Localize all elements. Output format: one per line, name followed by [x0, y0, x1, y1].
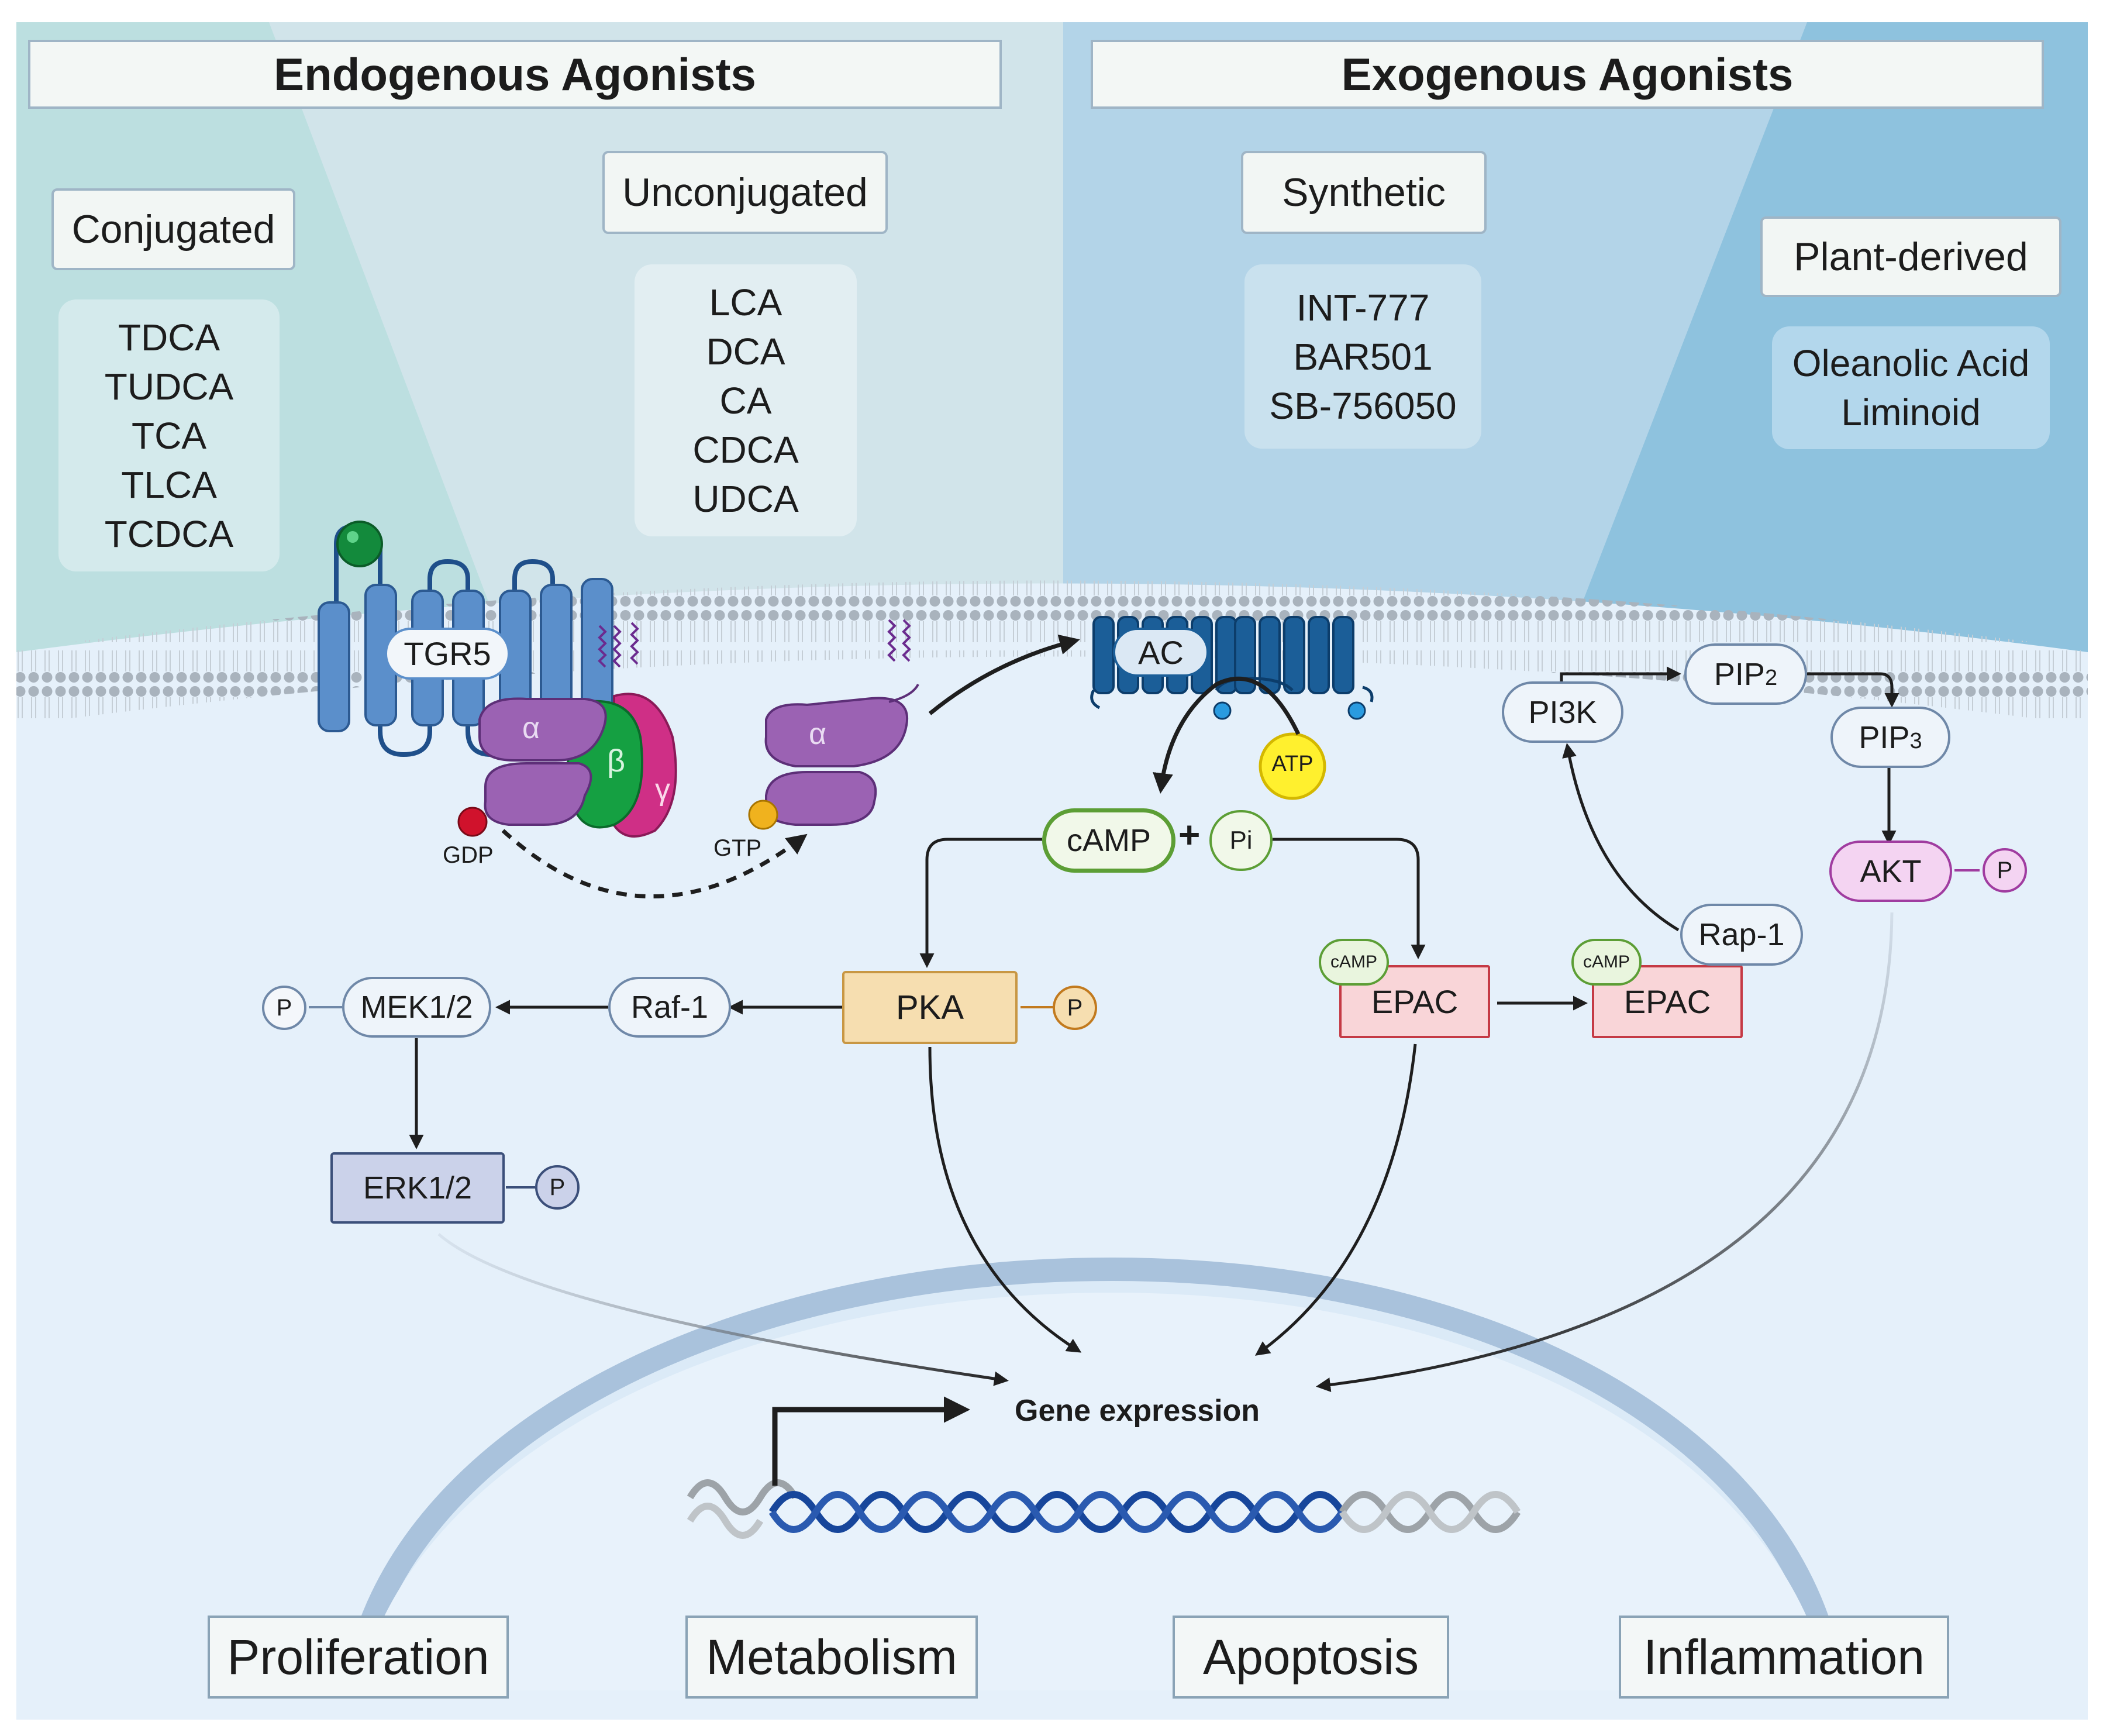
- mek-node: MEK1/2: [342, 977, 491, 1038]
- category-synthetic: Synthetic: [1241, 151, 1487, 234]
- erk-node: ERK1/2: [330, 1152, 505, 1224]
- adenylyl-cyclase: [1090, 616, 1374, 720]
- list-item: CA: [719, 379, 772, 422]
- list-synthetic: INT-777 BAR501 SB-756050: [1244, 264, 1481, 449]
- list-item: BAR501: [1293, 335, 1433, 378]
- g-gamma-label: γ: [655, 773, 670, 807]
- category-plant-derived: Plant-derived: [1760, 216, 2061, 297]
- pi-node: Pi: [1209, 810, 1273, 871]
- pip2-label: PIP: [1714, 656, 1765, 692]
- ligand-ball: [336, 521, 383, 567]
- camp-node: cAMP: [1042, 808, 1175, 873]
- pip3-label: PIP: [1859, 719, 1910, 755]
- arrow-akt-to-gene: [1316, 912, 1894, 1392]
- arrow-rap1-to-pi3k: [1562, 743, 1680, 932]
- gtp-ball: [748, 800, 778, 830]
- arrow-epac-to-gene: [1254, 1043, 1417, 1356]
- outcome-apoptosis: Apoptosis: [1173, 1616, 1449, 1699]
- list-unconjugated: LCA DCA CA CDCA UDCA: [635, 264, 857, 536]
- atp-molecule: [1259, 732, 1326, 800]
- outcome-metabolism: Metabolism: [685, 1616, 978, 1699]
- outcome-inflammation: Inflammation: [1619, 1616, 1949, 1699]
- list-item: Oleanolic Acid: [1792, 342, 2030, 384]
- arrow-pi-to-epac: [1273, 838, 1426, 959]
- gtp-label: GTP: [713, 835, 762, 861]
- arrow-camp-to-pka: [919, 838, 1042, 968]
- pka-node: PKA: [842, 971, 1018, 1044]
- g-alpha-active-label: α: [809, 717, 827, 751]
- arrow-galpha-to-ac: [928, 634, 1080, 715]
- pi3k-node: PI3K: [1502, 681, 1623, 743]
- list-item: TCDCA: [104, 512, 234, 555]
- category-conjugated: Conjugated: [51, 188, 295, 270]
- list-item: TUDCA: [104, 365, 234, 408]
- arrow-ac-to-camp: [1153, 676, 1301, 794]
- list-item: TLCA: [121, 463, 217, 506]
- g-beta-label: β: [607, 743, 626, 779]
- list-item: Liminoid: [1841, 391, 1981, 433]
- list-item: INT-777: [1296, 286, 1430, 329]
- epac-camp-badge: cAMP: [1319, 939, 1389, 986]
- list-item: CDCA: [692, 428, 799, 471]
- header-exogenous: Exogenous Agonists: [1091, 40, 2044, 109]
- atp-label: ATP: [1271, 752, 1313, 776]
- arrow-pka-to-gene: [928, 1046, 1082, 1353]
- erk-phosphate: P: [535, 1165, 580, 1210]
- pip3-subscript: 3: [1909, 729, 1922, 753]
- arrow-transcription-start: [772, 1396, 970, 1486]
- header-endogenous: Endogenous Agonists: [28, 40, 1002, 109]
- g-protein-trimer: [457, 693, 677, 838]
- list-conjugated: TDCA TUDCA TCA TLCA TCDCA: [58, 299, 280, 571]
- arrow-pip2-to-pip3: [1807, 672, 1899, 708]
- g-alpha-active: [748, 683, 919, 830]
- ac-label: AC: [1138, 634, 1184, 671]
- mek-phosphate: P: [262, 986, 306, 1030]
- list-item: UDCA: [692, 477, 799, 520]
- akt-node: AKT: [1829, 841, 1952, 902]
- list-item: DCA: [706, 330, 785, 373]
- arrows: [309, 634, 1980, 1486]
- gene-expression-label: Gene expression: [1015, 1394, 1260, 1428]
- epac-active-camp-badge: cAMP: [1571, 939, 1642, 986]
- lipid-bilayer: [16, 580, 2088, 725]
- list-plant-derived: Oleanolic Acid Liminoid: [1772, 326, 2050, 449]
- category-unconjugated: Unconjugated: [602, 151, 888, 234]
- tgr5-label: TGR5: [404, 635, 491, 672]
- dna-helix: [687, 1479, 1521, 1539]
- list-item: SB-756050: [1269, 384, 1457, 427]
- pip2-subscript: 2: [1764, 666, 1778, 690]
- gdp-label: GDP: [443, 842, 494, 868]
- akt-phosphate: P: [1983, 848, 2027, 893]
- list-item: TCA: [132, 414, 206, 457]
- raf1-node: Raf-1: [608, 977, 731, 1038]
- arrow-erk-to-gene: [437, 1233, 1009, 1386]
- g-alpha-label: α: [522, 711, 540, 745]
- outcome-proliferation: Proliferation: [208, 1616, 509, 1699]
- rap1-node: Rap-1: [1680, 904, 1803, 966]
- gdp-ball: [457, 807, 488, 837]
- list-item: LCA: [709, 281, 782, 323]
- plus-sign: +: [1178, 814, 1201, 856]
- pka-phosphate: P: [1053, 986, 1097, 1030]
- epac-active-node: EPAC: [1592, 965, 1743, 1038]
- list-item: TDCA: [118, 316, 220, 359]
- lipid-anchors: [598, 619, 911, 668]
